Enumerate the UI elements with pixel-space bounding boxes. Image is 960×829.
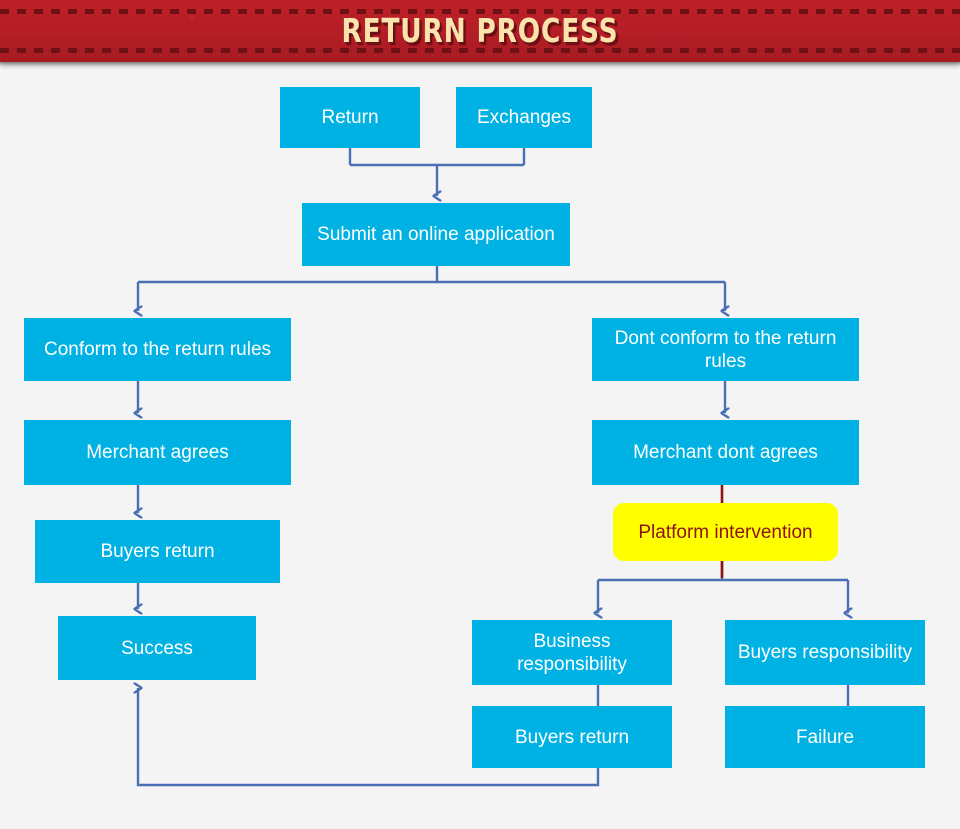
edge-loopback-to-success bbox=[138, 688, 600, 787]
node-merchant-dont-agrees[interactable]: Merchant dont agrees bbox=[592, 420, 859, 485]
node-business-responsibility[interactable]: Business responsibility bbox=[472, 620, 672, 685]
banner-dash-bottom bbox=[0, 48, 960, 53]
node-platform-intervention[interactable]: Platform intervention bbox=[613, 503, 838, 561]
node-submit-online-application[interactable]: Submit an online application bbox=[302, 203, 570, 266]
node-buyers-return-left[interactable]: Buyers return bbox=[35, 520, 280, 583]
node-buyers-responsibility[interactable]: Buyers responsibility bbox=[725, 620, 925, 685]
banner-dash-top bbox=[0, 9, 960, 14]
node-exchanges[interactable]: Exchanges bbox=[456, 87, 592, 148]
node-conform-to-return-rules[interactable]: Conform to the return rules bbox=[24, 318, 291, 381]
node-return[interactable]: Return bbox=[280, 87, 420, 148]
node-merchant-agrees[interactable]: Merchant agrees bbox=[24, 420, 291, 485]
page-title: RETURN PROCESS bbox=[341, 11, 619, 50]
header-banner: RETURN PROCESS bbox=[0, 0, 960, 62]
node-buyers-return-bottom[interactable]: Buyers return bbox=[472, 706, 672, 768]
node-success[interactable]: Success bbox=[58, 616, 256, 680]
node-dont-conform-to-return-rules[interactable]: Dont conform to the return rules bbox=[592, 318, 859, 381]
node-failure[interactable]: Failure bbox=[725, 706, 925, 768]
banner-shadow bbox=[0, 62, 960, 68]
